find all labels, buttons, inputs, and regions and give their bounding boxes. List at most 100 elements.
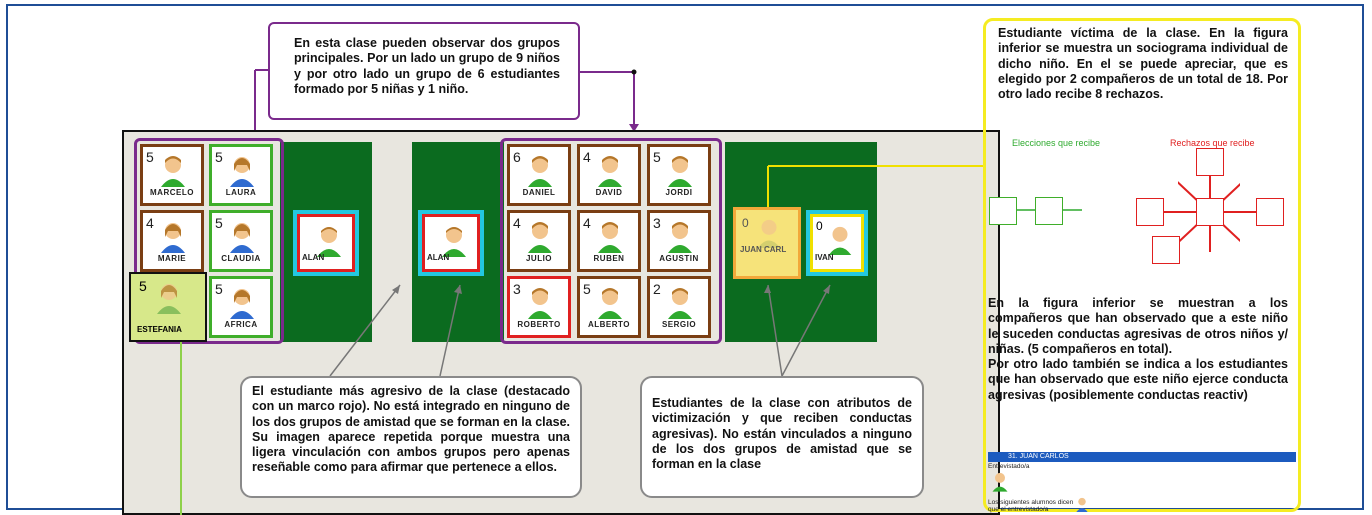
girl-icon bbox=[230, 157, 254, 187]
victim-card-juan-carlos[interactable]: 0 JUAN CARL bbox=[733, 207, 801, 279]
student-icon bbox=[1076, 497, 1088, 512]
card-number: 5 bbox=[583, 281, 591, 297]
girl-icon bbox=[230, 223, 254, 253]
boy-icon bbox=[668, 156, 692, 187]
boy-icon bbox=[528, 222, 552, 253]
card-name: JULIO bbox=[512, 254, 566, 263]
card-name: MARIE bbox=[145, 254, 199, 263]
boy-icon bbox=[598, 222, 622, 253]
girl-icon bbox=[161, 223, 185, 253]
card-name: ALBERTO bbox=[582, 320, 636, 329]
rechazos-label: Rechazos que recibe bbox=[1170, 138, 1255, 148]
card-name: ALAN bbox=[302, 253, 325, 262]
card-number: 6 bbox=[513, 149, 521, 165]
card-name: ROBERTO bbox=[512, 320, 566, 329]
callout-groups: En esta clase pueden observar dos grupos… bbox=[268, 22, 580, 120]
rejection-node bbox=[1256, 198, 1284, 226]
interviewee-icon bbox=[992, 472, 1008, 492]
card-number: 3 bbox=[513, 281, 521, 297]
victim-card-ivan[interactable]: 0 IVAN bbox=[806, 210, 868, 276]
boy-icon bbox=[598, 156, 622, 187]
card-name: AGUSTIN bbox=[652, 254, 706, 263]
card-number: 5 bbox=[653, 149, 661, 165]
card-name: JORDI bbox=[652, 188, 706, 197]
aggression-description: En la figura inferior se muestran a los … bbox=[988, 296, 1288, 402]
victim-description: Estudiante víctima de la clase. En la fi… bbox=[998, 26, 1288, 101]
card-name: ALAN bbox=[427, 253, 450, 262]
card-number: 5 bbox=[215, 149, 223, 165]
rejection-node bbox=[1152, 236, 1180, 264]
card-name: RUBEN bbox=[582, 254, 636, 263]
card-number: 4 bbox=[146, 215, 154, 231]
card-name: CLAUDIA bbox=[214, 254, 268, 263]
card-number: 4 bbox=[583, 215, 591, 231]
card-name: IVAN bbox=[815, 253, 834, 262]
student-card-selected[interactable]: 5 ESTEFANIA bbox=[129, 272, 207, 342]
victim-node bbox=[1196, 198, 1224, 226]
card-number: 2 bbox=[653, 281, 661, 297]
card-name: DAVID bbox=[582, 188, 636, 197]
elecciones-label: Elecciones que recibe bbox=[1012, 138, 1101, 148]
aggressive-student-card-2[interactable]: ALAN bbox=[418, 210, 484, 276]
rejection-node bbox=[1196, 252, 1224, 280]
callout-victims: Estudiantes de la clase con atributos de… bbox=[640, 376, 924, 498]
boy-icon bbox=[668, 222, 692, 253]
girl-icon bbox=[230, 289, 254, 319]
card-name: MARCELO bbox=[145, 188, 199, 197]
siguientes-label: Los siguientes alumnos dicen que el entr… bbox=[988, 499, 1074, 513]
card-number: 5 bbox=[215, 281, 223, 297]
card-number: 0 bbox=[742, 216, 749, 230]
card-number: 5 bbox=[139, 278, 147, 294]
boy-icon bbox=[317, 227, 341, 257]
entrevistado-label: Entrevistado/a bbox=[988, 463, 1030, 470]
election-node-1 bbox=[989, 197, 1017, 225]
election-node-3 bbox=[1082, 197, 1110, 225]
girl-icon bbox=[157, 284, 181, 314]
card-number: 5 bbox=[146, 149, 154, 165]
card-name: ESTEFANIA bbox=[137, 325, 182, 334]
rejection-node bbox=[1150, 160, 1178, 188]
card-number: 4 bbox=[513, 215, 521, 231]
rejection-node bbox=[1196, 148, 1224, 176]
election-node-2 bbox=[1035, 197, 1063, 225]
card-number: 5 bbox=[215, 215, 223, 231]
student-header-bar: 31. JUAN CARLOS bbox=[988, 452, 1296, 462]
boy-icon bbox=[598, 288, 622, 319]
boy-icon bbox=[161, 156, 185, 187]
card-number: 0 bbox=[816, 219, 823, 233]
boy-icon bbox=[757, 219, 781, 248]
group-left-outline bbox=[134, 138, 284, 344]
boy-icon bbox=[528, 156, 552, 187]
card-name: SERGIO bbox=[652, 320, 706, 329]
card-number: 4 bbox=[583, 149, 591, 165]
boy-icon bbox=[668, 288, 692, 319]
boy-icon bbox=[442, 227, 466, 257]
victim-info-panel bbox=[983, 18, 1301, 512]
boy-icon bbox=[828, 226, 852, 255]
rejection-node bbox=[1240, 160, 1268, 188]
rejection-node bbox=[1240, 236, 1268, 264]
callout-aggressive: El estudiante más agresivo de la clase (… bbox=[240, 376, 582, 498]
group-right-outline bbox=[500, 138, 722, 344]
rejection-node bbox=[1136, 198, 1164, 226]
card-name: DANIEL bbox=[512, 188, 566, 197]
card-name: JUAN CARL bbox=[740, 245, 787, 254]
aggressive-student-card-1[interactable]: ALAN bbox=[293, 210, 359, 276]
card-name: AFRICA bbox=[214, 320, 268, 329]
